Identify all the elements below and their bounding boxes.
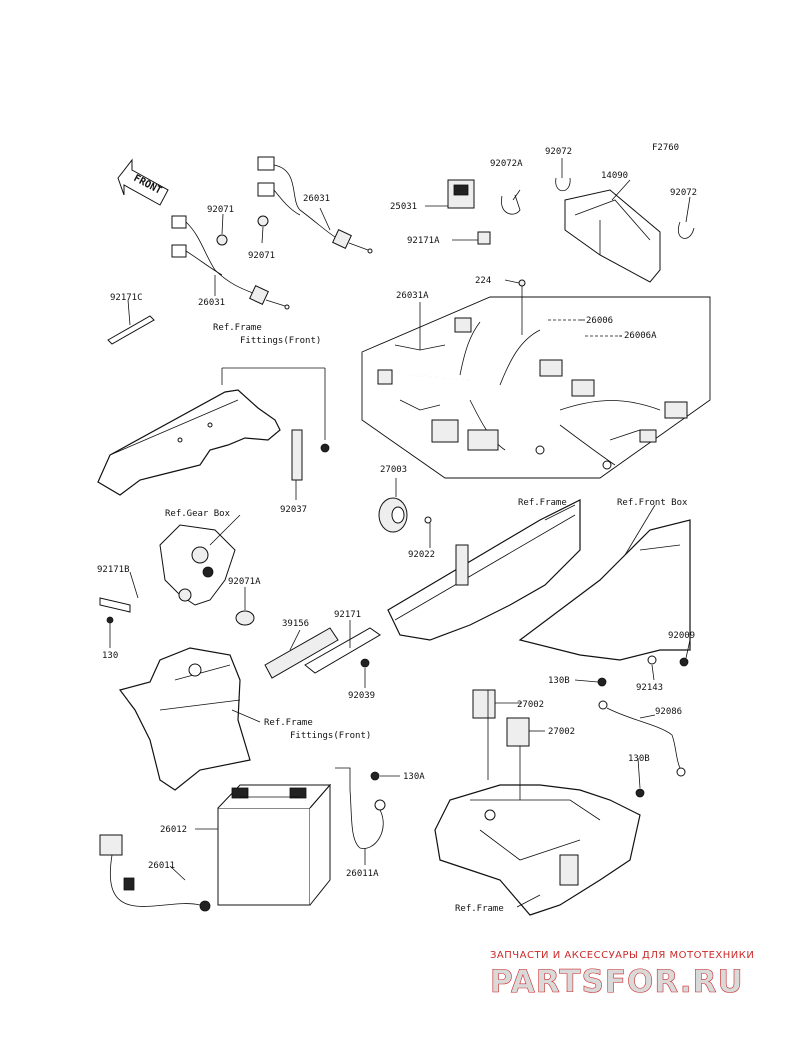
label-130: 130 xyxy=(102,651,118,661)
figure-code: F2760 xyxy=(652,143,679,153)
label-92171: 92171 xyxy=(334,610,361,620)
ref-frame-1b: Fittings(Front) xyxy=(240,336,321,346)
cable-92086 xyxy=(598,700,686,777)
grommet-92071-a xyxy=(216,234,228,246)
relay-25031 xyxy=(447,179,475,209)
label-39156: 39156 xyxy=(282,619,309,629)
band-92072-top xyxy=(555,177,571,192)
relay-27002-b xyxy=(506,717,530,747)
label-27002-a: 27002 xyxy=(517,700,544,710)
label-92022: 92022 xyxy=(408,550,435,560)
label-92072a: 92072A xyxy=(490,159,523,169)
label-92071-b: 92071 xyxy=(248,251,275,261)
frame-right xyxy=(387,499,581,641)
label-26006a: 26006A xyxy=(624,331,657,341)
front-box xyxy=(518,519,691,661)
frame-lower-right xyxy=(434,784,641,916)
screw-224 xyxy=(518,279,526,335)
band-92072a xyxy=(501,194,521,215)
label-26031-bottom: 26031 xyxy=(198,298,225,308)
label-92009: 92009 xyxy=(668,631,695,641)
label-25031: 25031 xyxy=(390,202,417,212)
horn-27003 xyxy=(378,497,432,533)
cable-26011a xyxy=(335,767,386,849)
label-26012: 26012 xyxy=(160,825,187,835)
grommet-92071a xyxy=(235,610,255,626)
pad-39156 xyxy=(264,627,339,679)
bolt-130a xyxy=(370,771,380,781)
label-130b-top: 130B xyxy=(548,676,570,686)
ref-front-box: Ref.Front Box xyxy=(617,498,688,508)
label-14090: 14090 xyxy=(601,171,628,181)
bolt-92009 xyxy=(679,657,689,667)
ref-gear-box: Ref.Gear Box xyxy=(165,509,231,519)
label-92171b: 92171B xyxy=(97,565,130,575)
frame-fittings-front-lower xyxy=(118,647,251,791)
battery-26012 xyxy=(217,783,332,906)
harness-26031-bottom xyxy=(171,215,290,310)
ref-frame-1: Ref.Frame xyxy=(518,498,567,508)
ref-frame-1a: Ref.Frame xyxy=(213,323,262,333)
watermark-brand: PARTSFOR.RU xyxy=(490,964,744,1000)
bracket-92171a xyxy=(477,231,491,245)
label-92143: 92143 xyxy=(636,683,663,693)
label-92039: 92039 xyxy=(348,691,375,701)
label-26031-top: 26031 xyxy=(303,194,330,204)
frame-fittings-front-upper xyxy=(97,389,281,496)
watermark: ЗАПЧАСТИ И АКСЕССУАРЫ ДЛЯ МОТОТЕХНИКИ PA… xyxy=(490,950,754,1000)
relay-27002-a xyxy=(472,689,496,719)
harness-26031-top xyxy=(257,156,373,254)
bracket-92037 xyxy=(291,429,303,481)
bolt-92039 xyxy=(360,658,370,668)
label-130a: 130A xyxy=(403,772,425,782)
label-92072-top: 92072 xyxy=(545,147,572,157)
clamp-92171 xyxy=(304,627,381,674)
label-92037: 92037 xyxy=(280,505,307,515)
band-92072-right xyxy=(678,221,695,239)
label-92071a: 92071A xyxy=(228,577,261,587)
label-224: 224 xyxy=(475,276,491,286)
label-26031a: 26031A xyxy=(396,291,429,301)
part-labels: F2760 92072A 92072 14090 92072 25031 921… xyxy=(97,143,697,914)
ref-frame-2: Ref.Frame xyxy=(455,904,504,914)
label-27002-b: 27002 xyxy=(548,727,575,737)
label-92171a: 92171A xyxy=(407,236,440,246)
leader-lines xyxy=(109,158,691,908)
label-26011a: 26011A xyxy=(346,869,379,879)
watermark-tagline: ЗАПЧАСТИ И АКСЕССУАРЫ ДЛЯ МОТОТЕХНИКИ xyxy=(490,950,754,961)
bolt-130 xyxy=(106,616,114,624)
front-arrow-icon: FRONT xyxy=(117,158,169,206)
bracket-92171b xyxy=(99,597,131,613)
label-26006: 26006 xyxy=(586,316,613,326)
label-92171c: 92171C xyxy=(110,293,143,303)
main-harness-26031a xyxy=(361,296,711,479)
clamp-92171c xyxy=(107,315,155,345)
label-92072-right: 92072 xyxy=(670,188,697,198)
label-92086: 92086 xyxy=(655,707,682,717)
gear-box-bracket xyxy=(159,524,236,606)
bolt-130b-top xyxy=(597,677,607,687)
label-27003: 27003 xyxy=(380,465,407,475)
cable-26011 xyxy=(99,834,211,912)
bolt-130b-bottom xyxy=(635,788,645,798)
grommet-92071-b xyxy=(257,215,269,227)
cover-14090 xyxy=(564,189,661,283)
label-26011: 26011 xyxy=(148,861,175,871)
ref-frame-2b: Fittings(Front) xyxy=(290,731,371,741)
washer-92143 xyxy=(647,655,657,665)
label-92071-a: 92071 xyxy=(207,205,234,215)
ref-frame-2a: Ref.Frame xyxy=(264,718,313,728)
label-130b-bottom: 130B xyxy=(628,754,650,764)
